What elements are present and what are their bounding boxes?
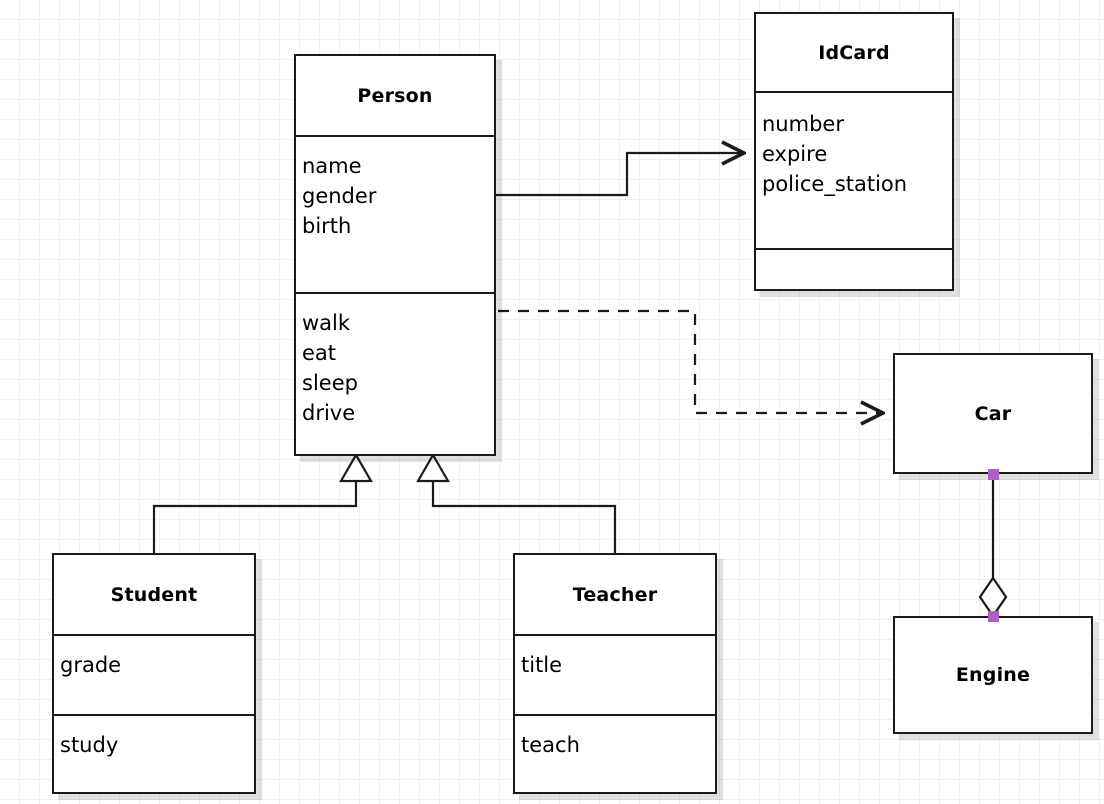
class-title-idcard: IdCard <box>756 14 952 91</box>
relationship-car-engine[interactable] <box>978 474 1008 618</box>
relationship-person-car[interactable] <box>498 309 883 413</box>
class-methods-idcard <box>756 248 952 289</box>
method-item: eat <box>302 341 337 365</box>
class-methods-student: study <box>54 714 254 792</box>
class-attributes-teacher: title <box>515 634 715 714</box>
generalization-line <box>152 477 358 553</box>
class-title-teacher: Teacher <box>515 555 715 634</box>
attribute-item: name <box>302 154 362 178</box>
method-item: study <box>60 733 119 757</box>
attribute-item: title <box>521 653 563 677</box>
method-item: sleep <box>302 371 358 395</box>
class-box-person[interactable]: Person name gender birth walk eat sleep … <box>294 54 496 456</box>
class-name-label: Car <box>974 402 1012 425</box>
class-name-label: Student <box>110 583 198 606</box>
attribute-item: birth <box>302 214 352 238</box>
class-box-teacher[interactable]: Teacher title teach <box>513 553 717 794</box>
relationship-teacher-person[interactable] <box>416 452 617 553</box>
hollow-triangle-icon <box>339 452 373 483</box>
hollow-triangle-icon <box>416 452 450 483</box>
attribute-item: expire <box>762 142 828 166</box>
class-attributes-idcard: number expire police_station <box>756 91 952 248</box>
class-box-engine[interactable]: Engine <box>893 616 1093 734</box>
generalization-line <box>431 477 617 553</box>
class-methods-teacher: teach <box>515 714 715 792</box>
class-methods-person: walk eat sleep drive <box>296 292 494 456</box>
class-name-label: Person <box>357 84 433 107</box>
class-title-engine: Engine <box>895 618 1091 732</box>
attribute-item: grade <box>60 653 122 677</box>
class-name-label: Engine <box>955 664 1031 686</box>
method-item: drive <box>302 401 356 425</box>
attribute-item: police_station <box>762 172 908 196</box>
class-box-idcard[interactable]: IdCard number expire police_station <box>754 12 954 291</box>
class-box-car[interactable]: Car <box>893 353 1093 474</box>
connector-point-car-bottom[interactable] <box>988 469 999 480</box>
relationship-person-idcard[interactable] <box>496 153 744 197</box>
attribute-item: gender <box>302 184 377 208</box>
class-title-student: Student <box>54 555 254 634</box>
class-title-car: Car <box>895 355 1091 472</box>
class-attributes-student: grade <box>54 634 254 714</box>
class-name-label: Teacher <box>572 583 658 606</box>
dependency-line <box>498 309 883 413</box>
association-line <box>496 153 744 197</box>
connector-point-engine-top[interactable] <box>988 611 999 622</box>
attribute-item: number <box>762 112 844 136</box>
method-item: teach <box>521 733 580 757</box>
class-box-student[interactable]: Student grade study <box>52 553 256 794</box>
class-attributes-person: name gender birth <box>296 135 494 292</box>
class-title-person: Person <box>296 56 494 135</box>
method-item: walk <box>302 311 351 335</box>
class-name-label: IdCard <box>818 41 890 64</box>
relationship-student-person[interactable] <box>152 452 373 553</box>
